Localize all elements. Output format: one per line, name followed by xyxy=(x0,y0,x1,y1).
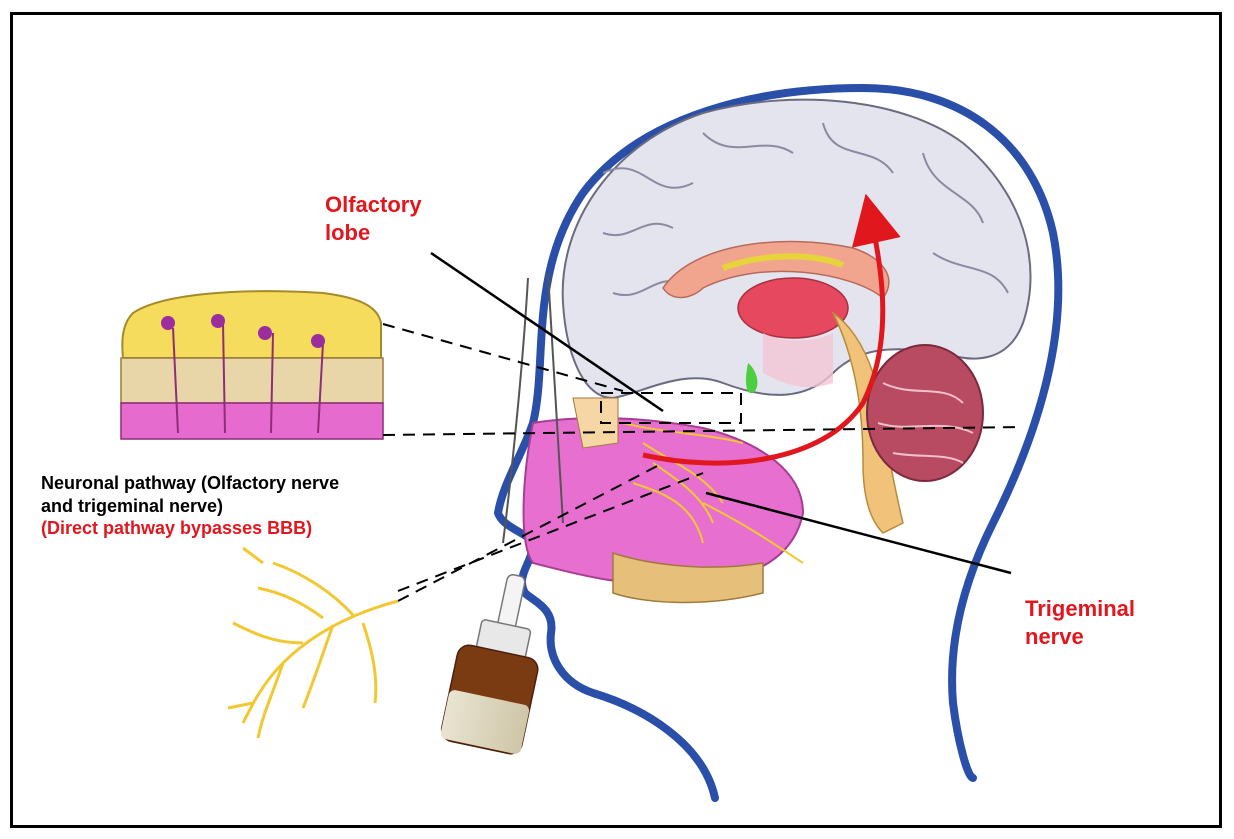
neuronal-pathway-caption: Neuronal pathway (Olfactory nerve and tr… xyxy=(41,472,461,540)
pathway-line-3: (Direct pathway bypasses BBB) xyxy=(41,517,461,540)
nasal-spray-bottle-icon xyxy=(439,567,556,756)
figure-frame: Olfactory lobe Trigeminal nerve Neuronal… xyxy=(10,12,1222,828)
trigeminal-nerve-label-line2: nerve xyxy=(1025,623,1205,651)
cerebellum xyxy=(867,345,983,481)
nerve-branch-icon xyxy=(228,548,398,738)
pathway-line-1: Neuronal pathway (Olfactory nerve xyxy=(41,472,461,495)
anatomy-illustration xyxy=(13,15,1222,828)
olfactory-lobe-label-line2: lobe xyxy=(325,219,485,247)
trigeminal-nerve-label-line1: Trigeminal xyxy=(1025,595,1205,623)
olfactory-lobe-label: Olfactory lobe xyxy=(325,191,485,246)
olfactory-epithelium-inset xyxy=(121,291,383,439)
pathway-line-2: and trigeminal nerve) xyxy=(41,495,461,518)
trigeminal-nerve-label: Trigeminal nerve xyxy=(1025,595,1205,650)
olfactory-lobe-label-line1: Olfactory xyxy=(325,191,485,219)
